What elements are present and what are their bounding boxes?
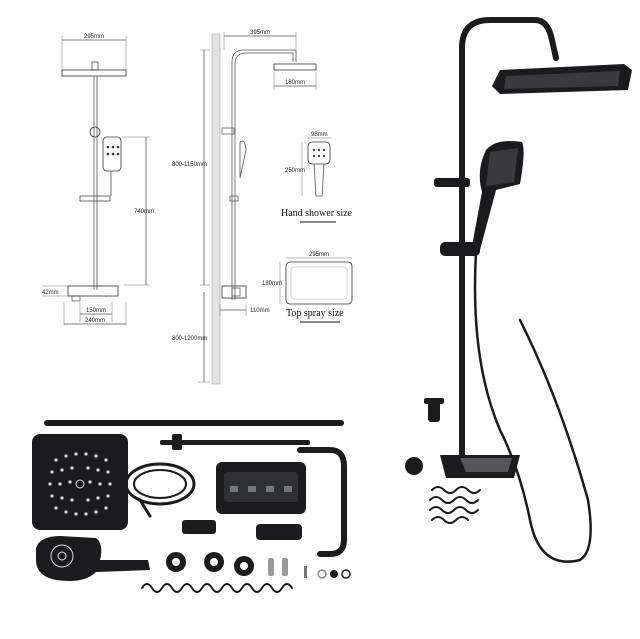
slide-holder	[434, 178, 470, 187]
washer-1	[317, 569, 327, 579]
caption-top-spray: Top spray size	[286, 308, 344, 319]
dim-arm-length: 395mm	[250, 30, 270, 36]
parts-layout	[32, 420, 351, 593]
holder-part	[182, 520, 216, 534]
connector-part	[256, 524, 302, 540]
hose-coil-part	[124, 462, 196, 506]
side-head	[273, 63, 317, 71]
dim-top-width: 295mm	[84, 34, 104, 40]
front-hand-shower	[102, 136, 122, 172]
hand-shower-head-outline	[307, 141, 331, 165]
wall	[211, 33, 221, 385]
hose	[473, 250, 592, 563]
washer-2	[330, 570, 338, 578]
slide-rail	[44, 420, 344, 426]
screw-2	[282, 558, 288, 576]
washer-3	[341, 569, 351, 579]
dim-wall-offset: 110mm	[250, 308, 270, 314]
screw-small	[304, 566, 307, 578]
dim-base-offset: 42mm	[42, 290, 59, 296]
dim-hand-width: 98mm	[311, 132, 328, 138]
dim-floor-range: 800-1200mm	[172, 336, 207, 342]
side-elevation-drawing: 395mm 180mm 800-1150mm 110mm 800-1200mm	[172, 30, 317, 385]
front-head	[61, 69, 127, 77]
dim-spray-depth: 180mm	[262, 281, 282, 287]
dim-valve-total: 240mm	[85, 318, 105, 324]
top-spray-size-detail: 295mm 180mm Top spray size	[262, 252, 353, 323]
rain-head-nozzles	[48, 452, 112, 516]
front-elevation-drawing: 295mm 740mm 42mm 150mm 240mm	[42, 34, 154, 326]
curved-riser-part	[297, 447, 347, 557]
mixer-knob	[405, 457, 423, 475]
dim-head-width: 180mm	[285, 80, 305, 86]
dim-valve-width: 150mm	[86, 308, 106, 314]
rain-head-part	[32, 434, 128, 530]
dim-rail-height: 740mm	[134, 209, 154, 215]
dim-riser-range: 800-1150mm	[172, 162, 207, 168]
side-valve	[221, 285, 247, 299]
spring-hose-part	[141, 583, 293, 593]
front-valve	[67, 285, 119, 297]
dim-hand-length: 250mm	[285, 168, 305, 174]
dim-spray-width: 295mm	[309, 252, 329, 258]
arm-pipe	[160, 440, 310, 445]
riser-pipe	[459, 17, 559, 473]
hand-shower-part	[36, 536, 150, 581]
assembled-shower-system	[405, 17, 632, 563]
hand-holder-bracket	[440, 242, 480, 256]
spring-hose	[429, 486, 481, 524]
screw-1	[268, 558, 274, 576]
top-spray-outline	[285, 261, 353, 305]
caption-hand-shower: Hand shower size	[281, 208, 353, 219]
hand-shower-size-detail: 98mm 250mm Hand shower size	[281, 132, 353, 223]
